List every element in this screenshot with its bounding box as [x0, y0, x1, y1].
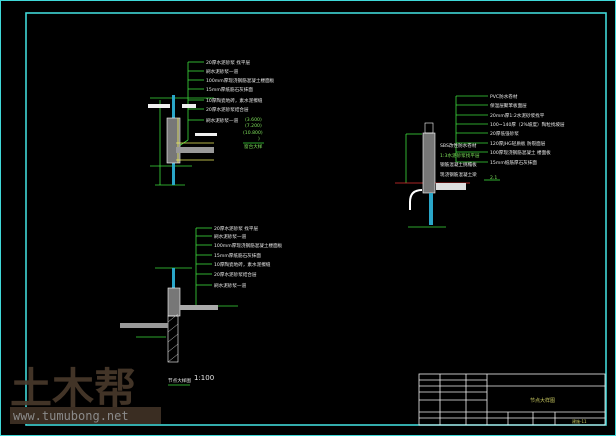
d1-label-6: 20厚水泥砂浆结合层	[206, 106, 249, 113]
d2-left-1: SBS改性防水卷材	[440, 142, 477, 149]
watermark-url: www.tumubong.net	[13, 409, 129, 423]
d2-label-3: 20mm厚1:2水泥砂浆找平	[490, 112, 545, 119]
d2-slope: 2.1	[490, 175, 497, 181]
d1-label-5: 10厚陶瓷地砖，素水泥擦缝	[206, 97, 263, 104]
watermark-logo: 土木帮	[10, 364, 136, 413]
d2-label-6: 120厚JHG轻质板 防裂面层	[490, 140, 546, 147]
d2-label-7: 100厚现浇钢筋混凝土 楼面板	[490, 149, 551, 156]
d2-label-4: 100~140厚（2%坡度）陶粒找坡层	[490, 121, 565, 128]
d2-left-3: 钢筋混凝土挑檐板	[440, 161, 477, 168]
d3-scale: 1:100	[194, 374, 214, 382]
drawing-number: 建施-11	[572, 418, 587, 424]
d2-label-2: 保温层聚苯板面层	[490, 102, 527, 109]
title-block	[418, 373, 606, 426]
d1-label-7: 刷水泥砂浆一道	[206, 117, 239, 124]
drawing-name: 节点大样图	[530, 397, 555, 404]
watermark: 土木帮 www.tumubong.net	[10, 364, 161, 424]
drawing-border	[25, 12, 607, 426]
d3-caption: 节点大样图	[168, 377, 191, 384]
d2-label-5: 20厚低强砂浆	[490, 130, 519, 137]
d2-left-2: 1:3水泥砂浆找平层	[440, 152, 480, 159]
detail-floor-junction: 20厚水泥砂浆 找平层 刷水泥砂浆一道 100mm厚现浇钢筋混凝土楼面板 15m…	[120, 225, 283, 386]
detail-window-sill: 20厚水泥砂浆 找平层 刷水泥砂浆一道 100mm厚现浇钢筋混凝土楼面板 15m…	[148, 59, 275, 186]
d2-label-8: 15mm纸筋厚石灰抹面	[490, 159, 537, 166]
d1-elev-3: (10.800)	[243, 130, 263, 136]
d1-label-4: 15mm厚纸筋石灰抹面	[206, 86, 253, 93]
d1-tag: 窗台大样	[244, 143, 263, 150]
d3-label-6: 20厚水泥砂浆结合层	[214, 271, 257, 278]
d3-label-5: 10厚陶瓷地砖，素水泥擦缝	[214, 261, 271, 268]
d2-left-4: 现浇钢筋混凝土梁	[440, 171, 477, 178]
d1-label-1: 20厚水泥砂浆 找平层	[206, 59, 250, 66]
d1-elev-1: (3.600)	[245, 117, 262, 123]
detail-eave: PVC防水卷材 保温层聚苯板面层 20mm厚1:2水泥砂浆找平 100~140厚…	[395, 93, 565, 228]
d3-label-1: 20厚水泥砂浆 找平层	[214, 225, 258, 232]
d3-label-7: 刷水泥砂浆一道	[214, 282, 247, 289]
d3-label-4: 15mm厚纸筋石灰抹面	[214, 252, 261, 259]
d2-label-1: PVC防水卷材	[490, 93, 518, 100]
d3-label-2: 刷水泥砂浆一道	[214, 233, 247, 240]
d3-label-3: 100mm厚现浇钢筋混凝土楼面板	[214, 242, 283, 249]
d1-label-3: 100mm厚现浇钢筋混凝土楼面板	[206, 77, 275, 84]
d1-label-2: 刷水泥砂浆一道	[206, 68, 239, 75]
d1-elev-2: (7.200)	[245, 123, 262, 129]
d1-elev-4: )	[258, 136, 260, 142]
